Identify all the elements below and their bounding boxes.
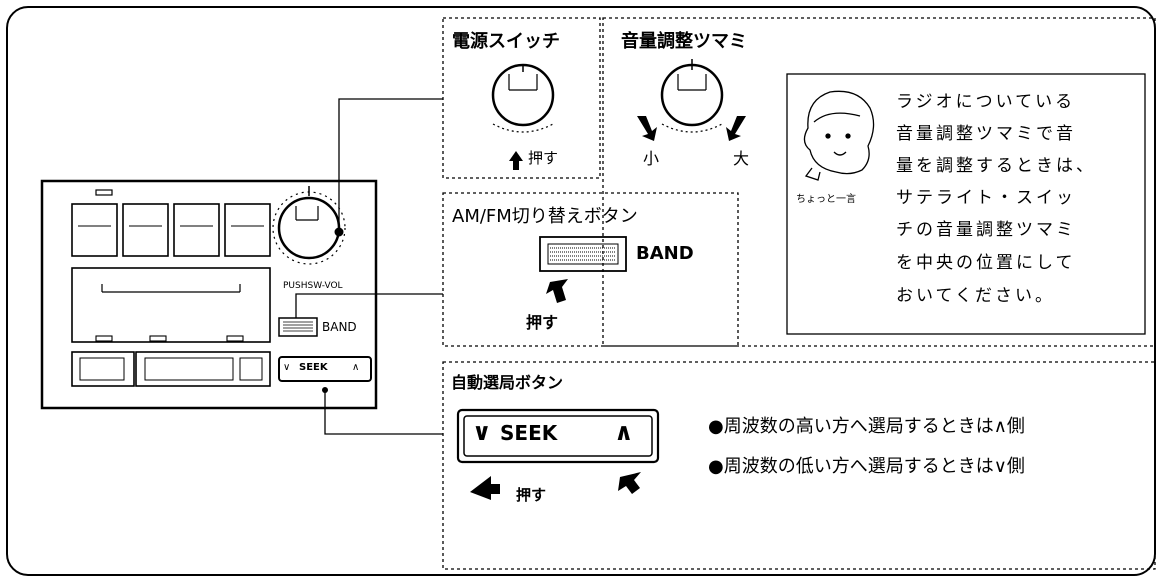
band-title: AM/FM切り替えボタン	[452, 206, 638, 227]
power-push-arrow	[509, 151, 523, 170]
seek-note-high: ●周波数の高い方へ選局するときは∧側	[708, 416, 1025, 437]
volume-arrows	[637, 116, 746, 141]
band-box	[442, 192, 739, 347]
tip-line-2: 音量調整ツマミで音	[896, 124, 1076, 144]
volume-knob-title: 音量調整ツマミ	[621, 31, 747, 52]
tip-line-1: ラジオについている	[896, 92, 1076, 112]
tip-line-4: サテライト・スイッ	[896, 188, 1076, 208]
volume-knob-box	[602, 17, 1156, 347]
seek-push-label: 押す	[516, 486, 547, 504]
seek-connector	[324, 390, 443, 435]
tip-caption: ちょっと一言	[796, 194, 856, 205]
panel-pushsw-vol-label: PUSHSW-VOL	[283, 281, 343, 291]
seek-box	[442, 361, 1156, 570]
volume-knob-dial	[660, 59, 724, 133]
tip-line-7: おいてください。	[896, 286, 1055, 306]
band-push-label: 押す	[526, 313, 559, 332]
seek-note-low: ●周波数の低い方へ選局するときは∨側	[708, 456, 1025, 477]
volume-small-label: 小	[643, 149, 660, 168]
power-switch-connector	[338, 98, 443, 232]
tip-box	[786, 73, 1146, 335]
tip-line-5: チの音量調整ツマミ	[896, 220, 1076, 240]
tip-line-3: 量を調整するときは、	[896, 156, 1096, 176]
band-push-arrow	[546, 279, 568, 303]
seek-push-arrows	[470, 472, 641, 500]
power-switch-box	[442, 17, 601, 179]
panel-seek-up-icon: ∧	[352, 362, 360, 373]
seek-callout-label: SEEK	[500, 421, 558, 445]
panel-seek-down-icon: ∨	[283, 362, 291, 373]
volume-large-label: 大	[733, 149, 750, 168]
power-switch-title: 電源スイッチ	[452, 31, 560, 52]
power-switch-knob	[491, 63, 555, 133]
tip-character-illustration	[803, 90, 875, 181]
tip-line-6: を中央の位置にして	[896, 253, 1076, 273]
panel-band-label: BAND	[322, 320, 357, 334]
seek-title: 自動選局ボタン	[451, 373, 564, 392]
panel-seek-label: SEEK	[299, 362, 328, 373]
seek-callout-button	[456, 408, 660, 464]
power-push-label: 押す	[528, 149, 559, 167]
seek-up-icon: ∧	[614, 418, 634, 446]
band-callout-button	[539, 236, 627, 272]
band-connector	[295, 293, 443, 318]
seek-down-icon: ∨	[472, 418, 492, 446]
band-callout-label: BAND	[636, 243, 694, 264]
